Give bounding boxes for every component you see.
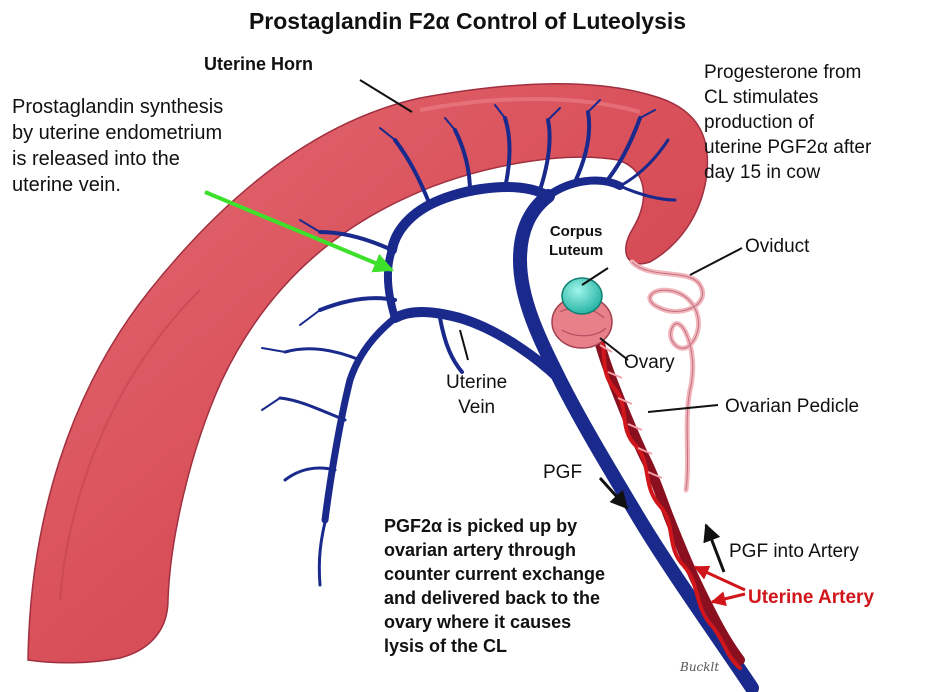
ovarian-pedicle-label: Ovarian Pedicle <box>725 394 859 419</box>
corpus-luteum-shape <box>562 278 602 314</box>
progesterone-note: Progesterone from CL stimulates producti… <box>704 60 871 185</box>
artist-signature: Bucklt <box>680 660 719 674</box>
uterine-artery-arrow-lower <box>712 594 745 602</box>
uterine-artery-label: Uterine Artery <box>748 585 874 610</box>
pgf-into-artery-label: PGF into Artery <box>729 539 859 564</box>
uterine-vein-label: Uterine Vein <box>446 370 507 420</box>
corpus-luteum-label: Corpus Luteum <box>549 222 603 260</box>
oviduct-label: Oviduct <box>745 234 809 259</box>
diagram-title: Prostaglandin F2α Control of Luteolysis <box>0 8 935 35</box>
ovary-label: Ovary <box>624 350 675 375</box>
uterine-horn-label: Uterine Horn <box>204 52 313 76</box>
pickup-note: PGF2α is picked up by ovarian artery thr… <box>384 514 605 658</box>
pgf-label: PGF <box>543 460 582 485</box>
pgf-into-artery-arrow <box>706 525 724 572</box>
synthesis-note: Prostaglandin synthesis by uterine endom… <box>12 94 223 198</box>
